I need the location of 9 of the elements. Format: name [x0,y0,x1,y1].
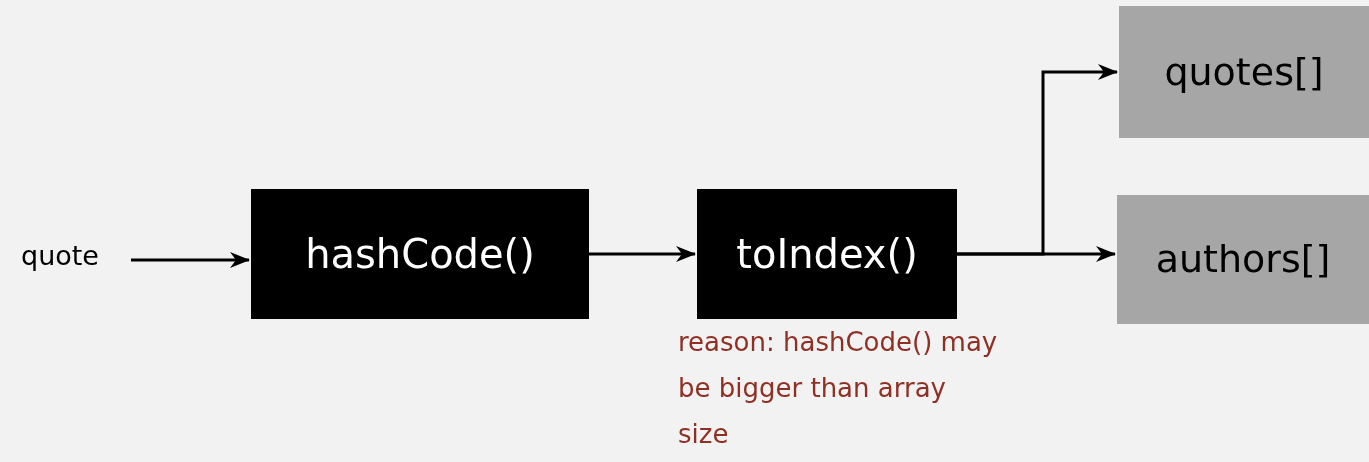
note-text: reason: hashCode() may be bigger than array size [678,326,998,451]
function-box: toIndex() [697,189,957,319]
input-label: quote [8,236,112,276]
arrow [131,252,250,268]
arrow [957,246,1116,262]
arrow [589,246,696,262]
array-box: quotes[] [1119,6,1369,138]
array-box: authors[] [1117,195,1369,324]
function-box: hashCode() [251,189,589,319]
